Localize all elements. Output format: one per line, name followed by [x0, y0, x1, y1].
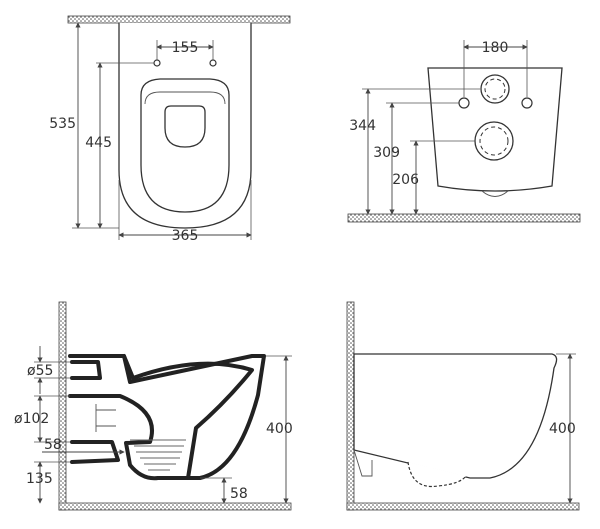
rear-view-foot — [481, 190, 509, 197]
rear-view: 180 344 309 206 — [347, 40, 581, 223]
inlet-circle-inner — [479, 126, 509, 156]
dim-section-height: 400 — [266, 421, 293, 437]
floor-side-view — [346, 502, 580, 511]
side-view: 400 — [346, 301, 580, 511]
dim-bolt-height: 309 — [373, 145, 400, 161]
inlet-circle — [474, 121, 514, 161]
fixing-hole-right — [209, 59, 217, 67]
dim-inlet-diameter: ø55 — [27, 363, 53, 379]
water-level — [130, 439, 186, 471]
wall-section-view — [58, 301, 67, 511]
floor-section-view — [58, 502, 292, 511]
side-view-pipe — [353, 449, 373, 477]
section-outlet-spout — [95, 404, 116, 432]
top-view-rim — [144, 91, 226, 105]
top-view-drain — [164, 105, 206, 148]
dim-bolt-spacing: 180 — [482, 40, 509, 56]
dim-bowl-length: 445 — [85, 135, 112, 151]
dim-top-height: 344 — [349, 118, 376, 134]
dim-bottom-gap: 58 — [230, 486, 248, 502]
top-view: 155 535 445 365 — [49, 15, 291, 244]
section-outer-shell — [68, 354, 266, 480]
bolt-hole-left — [458, 97, 470, 109]
dim-outlet-diameter: ø102 — [14, 411, 49, 427]
dim-trap-depth: 58 — [44, 437, 62, 453]
dim-hole-spacing: 155 — [172, 40, 199, 56]
floor-rear-view — [347, 213, 581, 223]
side-view-foot — [407, 461, 467, 488]
dim-outlet-height: 206 — [392, 172, 419, 188]
dim-outlet-floor: 135 — [26, 471, 53, 487]
section-inlet-pipe — [70, 360, 102, 380]
outlet-circle-inner — [484, 78, 506, 100]
dim-total-length: 535 — [49, 116, 76, 132]
wall-side-view — [346, 301, 355, 511]
section-view: ø55 ø102 58 135 58 400 — [14, 301, 293, 511]
fixing-hole-left — [153, 59, 161, 67]
dim-side-height: 400 — [549, 421, 576, 437]
bolt-hole-right — [521, 97, 533, 109]
side-view-outline — [353, 353, 558, 479]
section-inner-bowl — [122, 354, 254, 480]
dim-width: 365 — [172, 228, 199, 244]
section-outlet-pipe — [70, 440, 120, 464]
wall-top-view — [67, 15, 291, 24]
section-trap — [68, 394, 160, 481]
